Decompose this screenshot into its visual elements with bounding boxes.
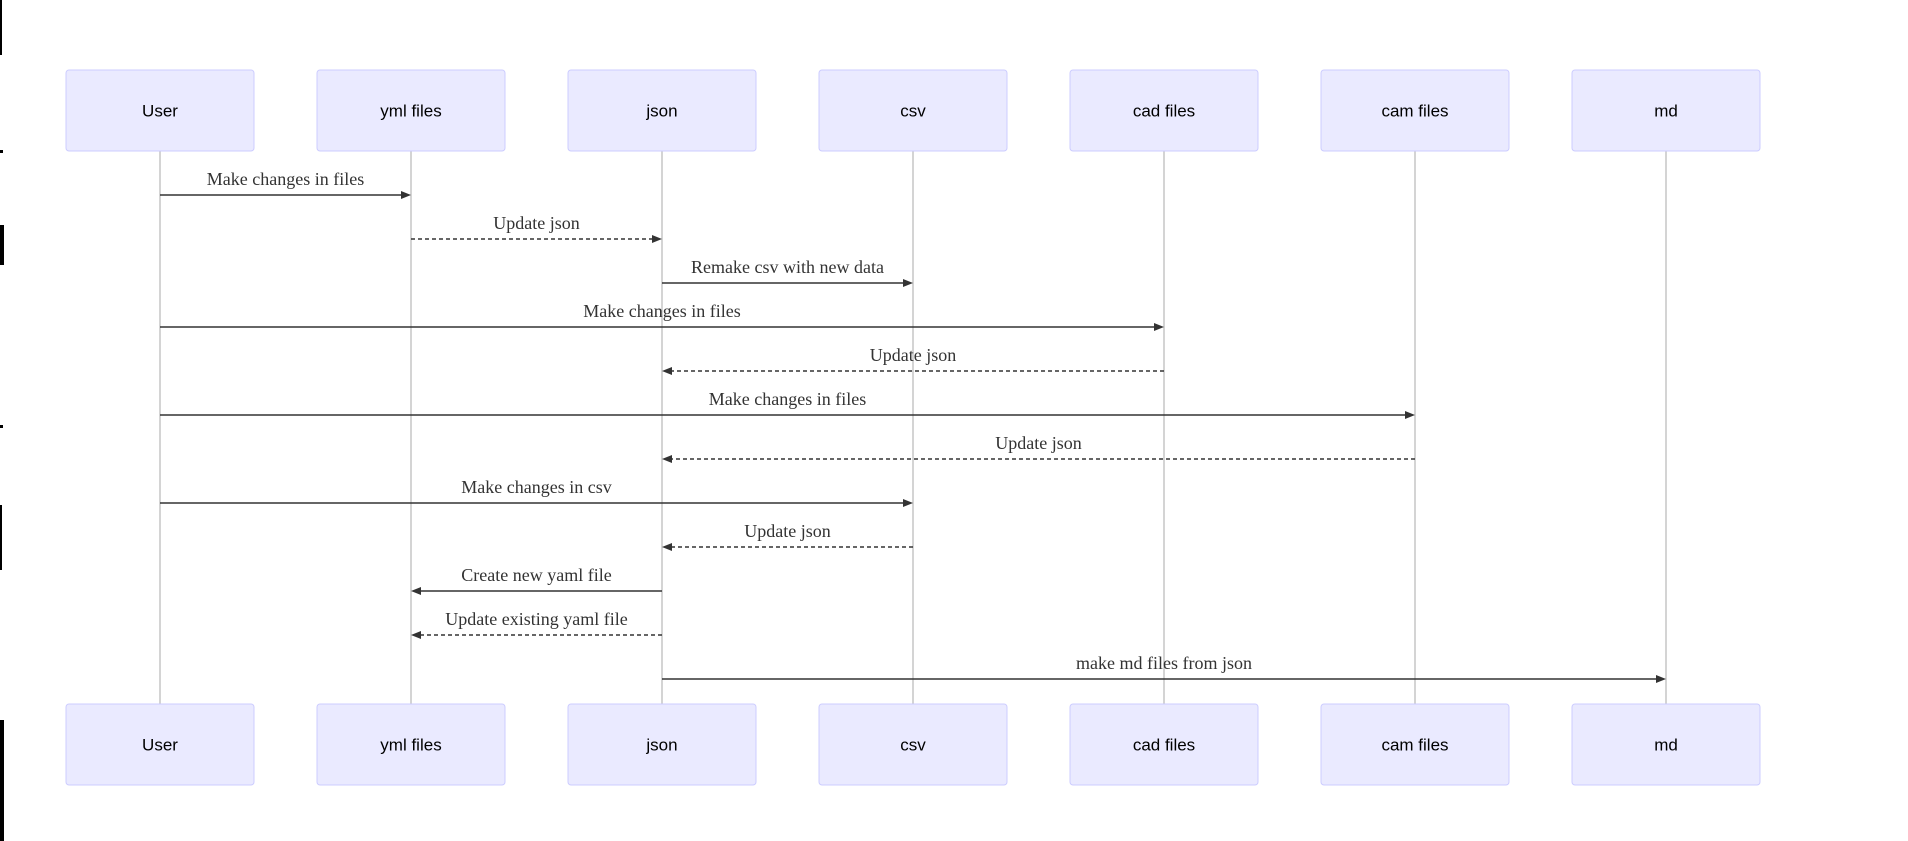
participant-box xyxy=(1571,703,1761,786)
participant-label: yml files xyxy=(380,736,441,755)
participant-box xyxy=(316,703,506,786)
participant-label: csv xyxy=(900,736,926,755)
message-arrowhead xyxy=(1405,411,1415,419)
message-label: Remake csv with new data xyxy=(691,257,884,277)
message-8: Make changes in csv xyxy=(160,477,913,507)
participant-box xyxy=(818,703,1008,786)
participant-user-top[interactable]: User xyxy=(65,69,255,152)
message-9: Update json xyxy=(662,521,913,551)
message-5: Update json xyxy=(662,345,1164,375)
lifelines xyxy=(159,151,1667,704)
participant-label: cad files xyxy=(1133,736,1195,755)
participant-yml-bottom[interactable]: yml files xyxy=(316,703,506,786)
participant-box xyxy=(1571,69,1761,152)
message-label: Update json xyxy=(744,521,830,541)
message-label: Make changes in files xyxy=(709,389,866,409)
participant-md-top[interactable]: md xyxy=(1571,69,1761,152)
participant-label: csv xyxy=(900,102,926,121)
message-11: Update existing yaml file xyxy=(411,609,662,639)
message-arrowhead xyxy=(662,455,672,463)
actors-bottom: User yml files json csv cad files cam files md xyxy=(65,703,1761,786)
participant-user-bottom[interactable]: User xyxy=(65,703,255,786)
participant-label: json xyxy=(645,736,677,755)
message-7: Update json xyxy=(662,433,1415,463)
participant-cam-top[interactable]: cam files xyxy=(1320,69,1510,152)
participant-json-bottom[interactable]: json xyxy=(567,703,757,786)
message-arrowhead xyxy=(903,499,913,507)
participant-yml-top[interactable]: yml files xyxy=(316,69,506,152)
message-10: Create new yaml file xyxy=(411,565,662,595)
participant-box xyxy=(1320,69,1510,152)
message-2: Update json xyxy=(411,213,662,243)
participant-label: User xyxy=(142,102,178,121)
participant-box xyxy=(1320,703,1510,786)
message-arrowhead xyxy=(1154,323,1164,331)
participant-md-bottom[interactable]: md xyxy=(1571,703,1761,786)
message-label: Make changes in files xyxy=(583,301,740,321)
participant-box xyxy=(1069,703,1259,786)
participant-cad-top[interactable]: cad files xyxy=(1069,69,1259,152)
participant-box xyxy=(316,69,506,152)
message-6: Make changes in files xyxy=(160,389,1415,419)
participant-label: cad files xyxy=(1133,102,1195,121)
participant-box xyxy=(1069,69,1259,152)
participant-box xyxy=(65,703,255,786)
message-label: Update json xyxy=(493,213,579,233)
message-label: Update json xyxy=(870,345,956,365)
message-4: Make changes in files xyxy=(160,301,1164,331)
message-arrowhead xyxy=(411,631,421,639)
participant-label: md xyxy=(1654,736,1678,755)
participant-label: User xyxy=(142,736,178,755)
message-label: Make changes in csv xyxy=(461,477,611,497)
participant-label: json xyxy=(645,102,677,121)
participant-json-top[interactable]: json xyxy=(567,69,757,152)
left-edge-artifacts xyxy=(0,0,4,841)
message-arrowhead xyxy=(401,191,411,199)
message-arrowhead xyxy=(1656,675,1666,683)
message-label: Make changes in files xyxy=(207,169,364,189)
message-arrowhead xyxy=(411,587,421,595)
participant-label: cam files xyxy=(1381,736,1448,755)
message-arrowhead xyxy=(662,543,672,551)
message-label: Create new yaml file xyxy=(461,565,611,585)
participant-csv-top[interactable]: csv xyxy=(818,69,1008,152)
actors-top: User yml files json csv cad files cam files md xyxy=(65,69,1761,152)
message-3: Remake csv with new data xyxy=(662,257,913,287)
participant-box xyxy=(567,703,757,786)
message-arrowhead xyxy=(903,279,913,287)
participant-cam-bottom[interactable]: cam files xyxy=(1320,703,1510,786)
message-label: Update json xyxy=(995,433,1081,453)
participant-label: md xyxy=(1654,102,1678,121)
message-arrowhead xyxy=(652,235,662,243)
participant-box xyxy=(818,69,1008,152)
participant-cad-bottom[interactable]: cad files xyxy=(1069,703,1259,786)
message-12: make md files from json xyxy=(662,653,1666,683)
participant-box xyxy=(567,69,757,152)
participant-label: yml files xyxy=(380,102,441,121)
participant-csv-bottom[interactable]: csv xyxy=(818,703,1008,786)
message-arrowhead xyxy=(662,367,672,375)
message-label: Update existing yaml file xyxy=(445,609,627,629)
participant-label: cam files xyxy=(1381,102,1448,121)
participant-box xyxy=(65,69,255,152)
message-label: make md files from json xyxy=(1076,653,1252,673)
message-1: Make changes in files xyxy=(160,169,411,199)
